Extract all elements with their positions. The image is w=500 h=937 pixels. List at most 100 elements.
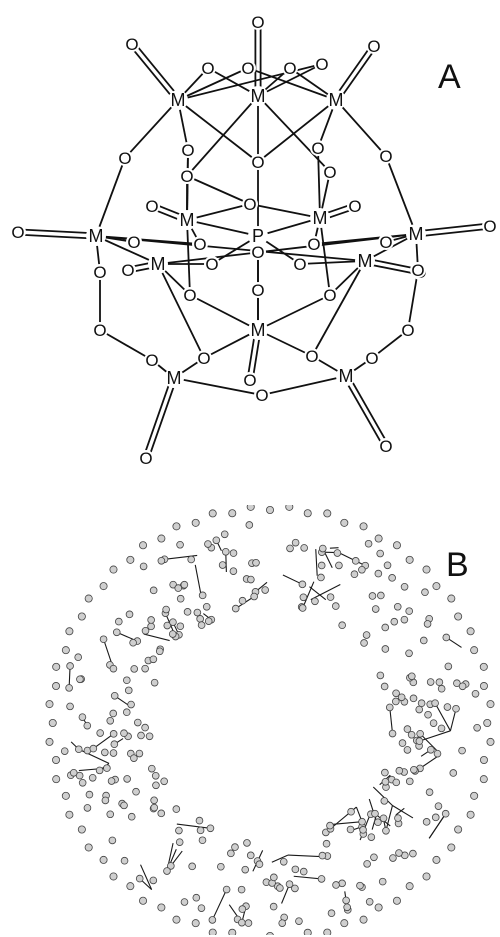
double-bond-line — [333, 43, 373, 100]
ring-atom — [78, 713, 87, 721]
atom-background — [248, 320, 268, 340]
ring-atom — [311, 597, 319, 606]
ring-bond — [315, 549, 318, 576]
ring-atom — [298, 580, 307, 589]
bond-line — [249, 203, 321, 219]
atom-background — [92, 264, 108, 280]
ring-atom — [202, 602, 211, 611]
atom-background — [322, 287, 338, 303]
ring-atom — [419, 636, 428, 645]
ring-atom — [299, 593, 308, 602]
ring-atom — [278, 919, 287, 927]
oxygen-atom-label: O — [197, 349, 210, 368]
oxygen-atom-label: O — [379, 437, 392, 456]
ring-atom — [371, 605, 380, 613]
ring-terminal-atom — [77, 612, 86, 621]
ring-bond — [302, 581, 315, 609]
ring-bond — [211, 889, 228, 921]
atom-background — [126, 234, 142, 250]
ring-atom — [172, 805, 181, 813]
ring-atom — [442, 633, 451, 642]
bond-line — [95, 157, 126, 237]
ring-atom — [103, 764, 111, 772]
metal-atom-label: M — [89, 226, 104, 246]
oxygen-atom-label: O — [251, 153, 264, 172]
ring-atom — [458, 746, 466, 755]
ring-bond — [428, 814, 446, 839]
ring-atom — [106, 810, 115, 819]
ring-atom — [380, 797, 389, 805]
ring-bond — [372, 786, 393, 806]
ring-terminal-atom — [228, 509, 237, 518]
atom-background — [410, 262, 426, 278]
bond-line — [257, 95, 331, 173]
ring-terminal-atom — [486, 700, 495, 709]
ring-atom — [69, 768, 78, 777]
ring-terminal-atom — [139, 896, 148, 905]
ring-atom — [444, 662, 453, 671]
ring-terminal-atom — [157, 903, 166, 912]
oxygen-atom-label: O — [307, 235, 320, 254]
atom-background — [148, 254, 168, 274]
ring-atom — [101, 796, 110, 805]
ring-terminal-atom — [208, 928, 217, 935]
ring-atom — [415, 705, 424, 714]
ring-atom — [453, 679, 461, 688]
oxygen-atom-label: O — [145, 351, 158, 370]
atom-background — [242, 372, 258, 388]
ring-terminal-atom — [454, 612, 463, 621]
ring-atom — [326, 593, 335, 601]
phosphorus-atom-label: P — [252, 226, 264, 246]
bond-line — [257, 294, 331, 331]
ring-atom — [342, 896, 350, 905]
bond-line — [257, 217, 321, 237]
ring-atom — [101, 748, 109, 757]
ring-atom — [112, 628, 121, 637]
ring-atom — [175, 826, 183, 835]
metal-atom-label: M — [358, 251, 373, 271]
ring-terminal-atom — [52, 662, 61, 671]
atom-background — [250, 154, 266, 170]
oxygen-atom-label: O — [183, 286, 196, 305]
ring-atom — [180, 580, 189, 589]
ring-bond — [310, 583, 341, 601]
ring-atom — [155, 647, 164, 656]
double-bond-line — [342, 376, 385, 448]
ring-atom — [141, 627, 150, 635]
metal-atom-label: M — [151, 254, 166, 274]
ring-atom — [204, 617, 213, 625]
atom-background — [282, 60, 298, 76]
oxygen-atom-label: O — [181, 141, 194, 160]
ring-terminal-atom — [374, 903, 383, 912]
ring-terminal-atom — [48, 718, 57, 727]
ring-atom — [137, 731, 145, 740]
ring-bond — [140, 864, 153, 890]
ring-atom — [403, 746, 412, 754]
ring-terminal-atom — [470, 791, 479, 800]
ring-terminal-atom — [447, 594, 456, 603]
ring-atom — [279, 857, 288, 866]
ring-atom — [231, 604, 240, 613]
ring-atom — [381, 777, 390, 786]
ring-atom — [471, 689, 480, 698]
ring-bond — [78, 748, 110, 764]
atom-background — [378, 148, 394, 164]
ring-terminal-atom — [109, 565, 118, 574]
atom-background — [250, 14, 266, 30]
ring-atom — [220, 530, 229, 539]
oxygen-atom-label: O — [205, 255, 218, 274]
ring-atom — [405, 649, 413, 658]
ring-atom — [162, 605, 170, 614]
oxygen-atom-label: O — [93, 263, 106, 282]
ring-atom — [133, 718, 142, 727]
metal-atom-label: M — [339, 366, 354, 386]
atom-background — [292, 256, 308, 272]
ring-atom — [176, 540, 184, 549]
ring-atom — [261, 586, 269, 594]
ring-atom — [431, 699, 439, 707]
ring-atom — [333, 549, 342, 557]
ring-terminal-atom — [52, 775, 61, 784]
ring-atom — [99, 635, 108, 644]
ring-bond — [329, 547, 339, 549]
oxygen-atom-label: O — [243, 371, 256, 390]
